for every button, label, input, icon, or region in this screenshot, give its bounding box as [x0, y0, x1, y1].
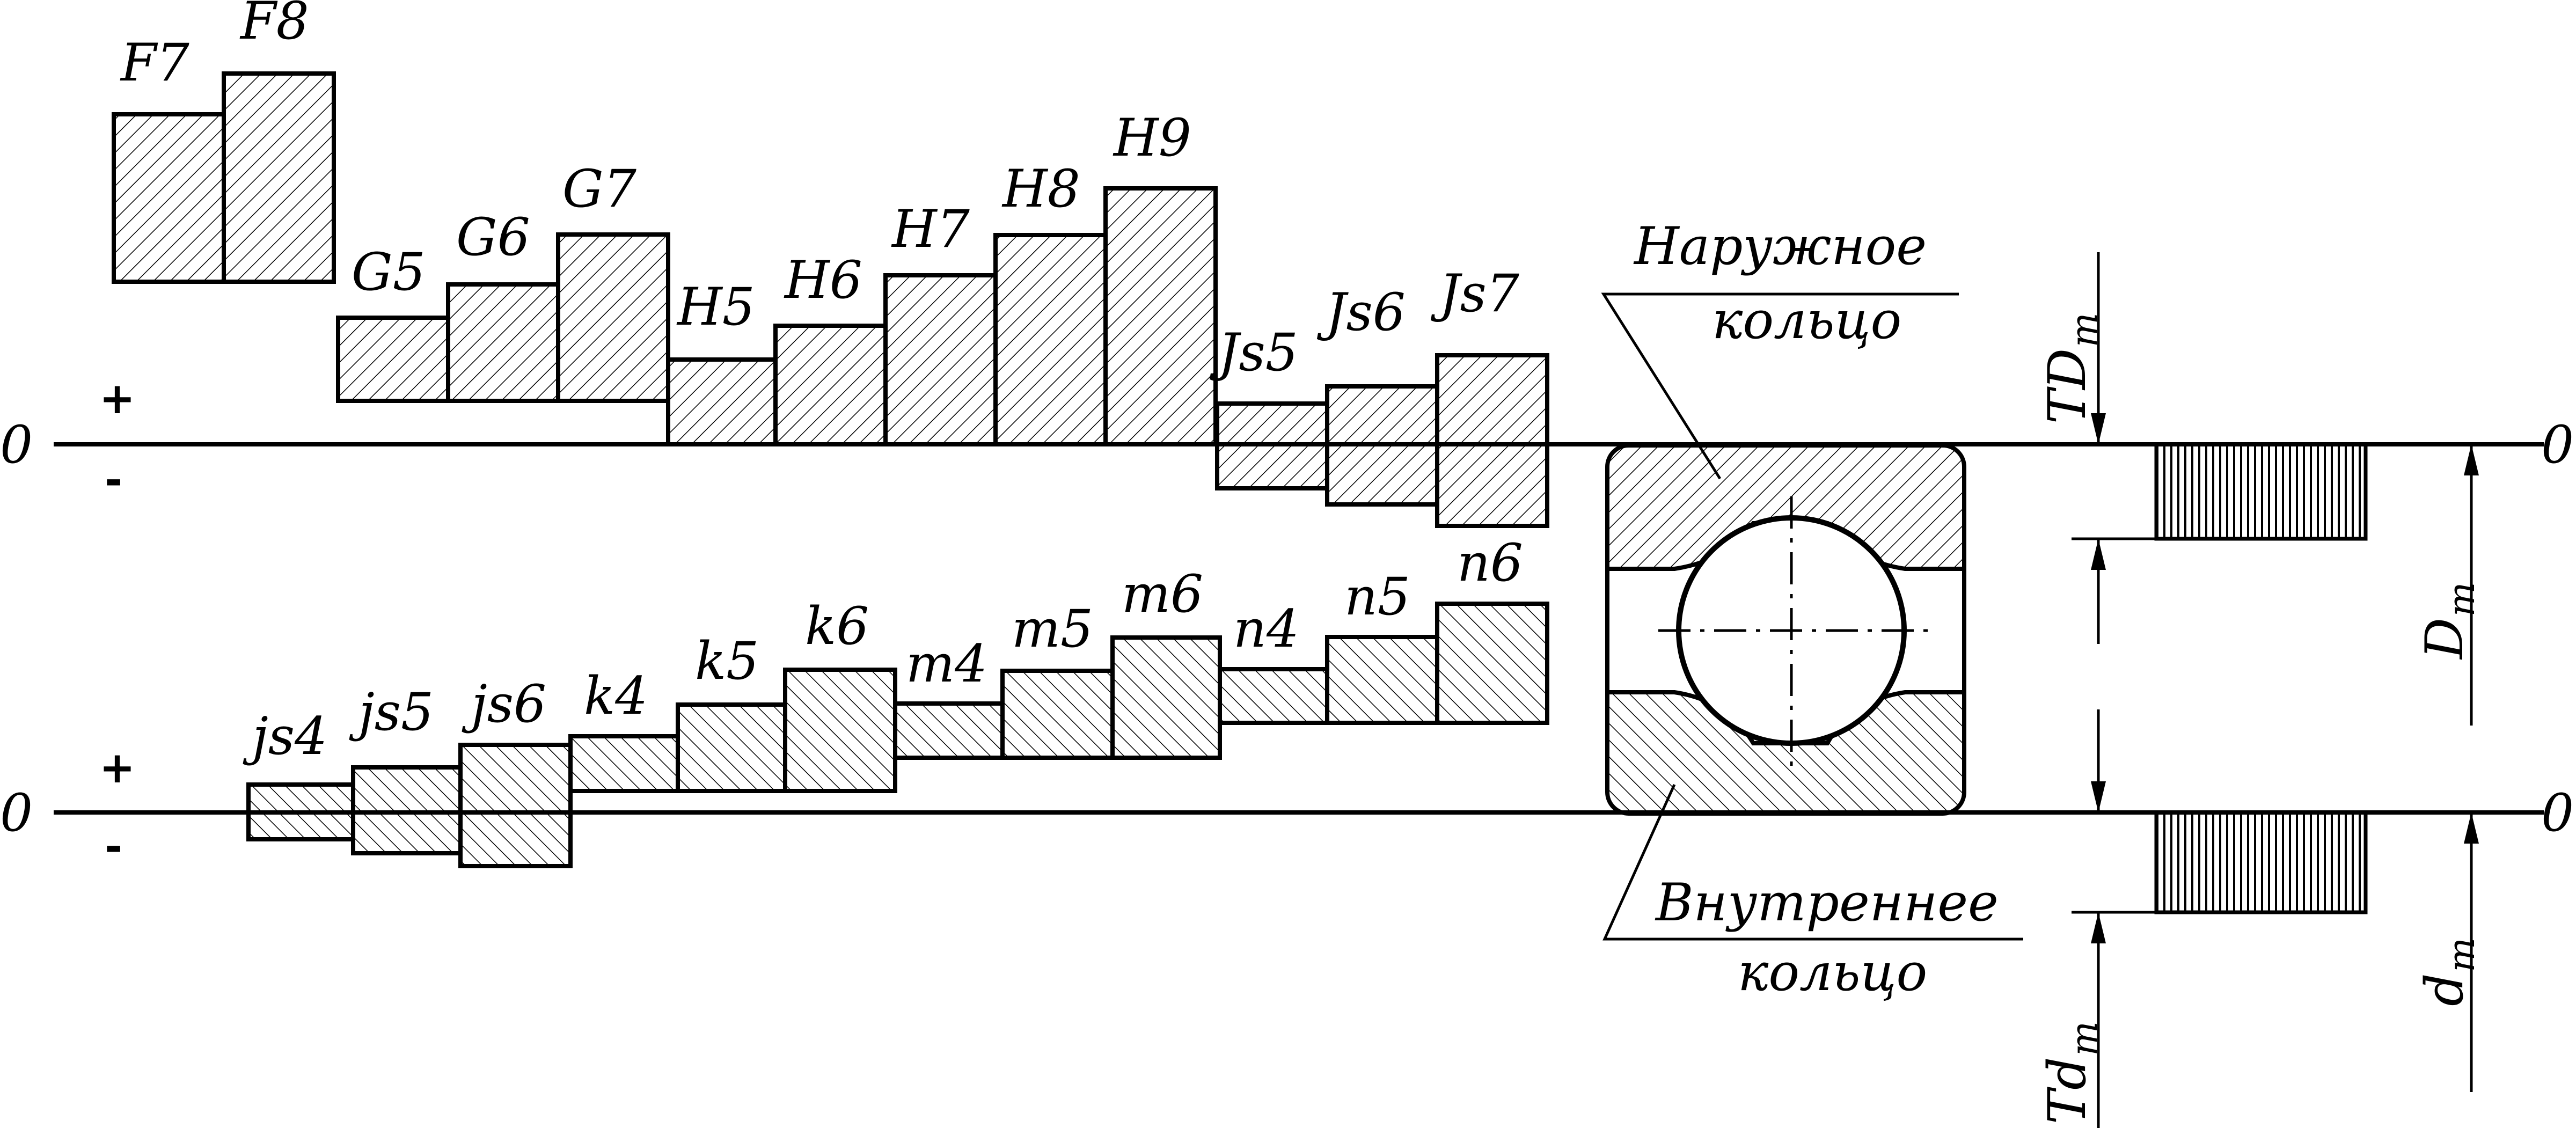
field-n6: [1435, 602, 1549, 725]
label-H5: H5: [676, 277, 755, 337]
td-arrow-down: [2091, 413, 2106, 444]
label-Js5: Js5: [1209, 323, 1298, 383]
outer-ring-leader: [1601, 292, 1959, 480]
field-F8: [222, 71, 336, 284]
td-arrow-up: [2091, 539, 2106, 570]
dimension-Dm: Dm: [2414, 444, 2483, 726]
zero-label-bottom-right: 0: [2541, 783, 2574, 843]
field-H8: [993, 233, 1108, 446]
plus-sign-bottom: +: [99, 743, 135, 793]
inner-ring-label-line2: кольцо: [1738, 942, 1927, 1002]
label-js5: js5: [349, 682, 434, 742]
field-n5: [1325, 635, 1439, 725]
shaft-tolerance-fields: [246, 602, 1549, 868]
zero-label-top-left: 0: [0, 415, 33, 475]
label-G5: G5: [352, 242, 426, 302]
field-Js5: [1215, 401, 1329, 490]
label-m6: m6: [1122, 564, 1203, 624]
label-H6: H6: [784, 250, 862, 310]
dm-arrow: [2464, 444, 2479, 475]
field-js4: [246, 782, 355, 841]
label-k4: k4: [584, 666, 648, 726]
zero-label-bottom-left: 0: [0, 783, 33, 843]
outer-ring-callout: Наружное кольцо: [1601, 216, 1959, 480]
minus-sign-bottom: -: [105, 822, 122, 871]
label-dm: dm: [2414, 937, 2483, 1006]
hole-tolerance-fields: [112, 71, 1549, 528]
field-js6: [458, 743, 573, 868]
shaft-tolerance-labels: js4 js5 js6 k4 k5 k6 m4 m5 m6 n4 n5 n6: [243, 533, 1523, 766]
label-m5: m5: [1012, 599, 1093, 659]
dimension-Tdm: Tdm: [2037, 709, 2156, 1128]
field-H5: [666, 357, 778, 446]
label-n5: n5: [1344, 567, 1410, 627]
field-m5: [1000, 669, 1115, 760]
bearing-rings: [1607, 445, 1964, 814]
outer-ring-label-line2: кольцо: [1712, 290, 1901, 350]
field-k6: [783, 668, 897, 793]
field-Js6: [1325, 384, 1439, 507]
inner-ring-label-line1: Внутреннее: [1655, 873, 1999, 933]
field-k4: [568, 734, 680, 793]
label-H7: H7: [891, 199, 970, 259]
field-m4: [893, 701, 1005, 760]
label-Dm: Dm: [2414, 582, 2483, 660]
label-H8: H8: [1001, 159, 1080, 219]
label-G7: G7: [562, 159, 636, 219]
field-G5: [336, 316, 450, 403]
label-k5: k5: [695, 631, 759, 691]
field-js5: [351, 765, 463, 855]
label-H9: H9: [1113, 108, 1191, 168]
label-Js6: Js6: [1316, 282, 1406, 342]
zero-label-top-right: 0: [2541, 415, 2574, 475]
outer-ring-tolerance-field: [2154, 442, 2368, 541]
label-G6: G6: [456, 207, 530, 267]
plus-sign-top: +: [99, 373, 135, 423]
tdi-arrow-down: [2091, 781, 2106, 812]
label-TDm: TDm: [2037, 313, 2106, 424]
field-n4: [1218, 667, 1329, 725]
tdi-arrow-up: [2091, 912, 2106, 943]
label-F7: F7: [120, 33, 189, 93]
label-Js7: Js7: [1430, 263, 1519, 324]
field-Js7: [1435, 353, 1549, 528]
label-n4: n4: [1233, 599, 1299, 659]
minus-sign-top: -: [105, 455, 122, 505]
inner-ring-callout: Внутреннее кольцо: [1602, 783, 2023, 1002]
field-m6: [1110, 635, 1222, 760]
dimension-TDm: TDm: [2037, 252, 2156, 644]
bearing-section: [1605, 443, 1966, 816]
label-m4: m4: [906, 634, 987, 694]
hole-tolerance-labels: F7 F8 G5 G6 G7 H5 H6 H7 H8 H9 Js5 Js6 Js…: [120, 0, 1519, 383]
inner-ring-tolerance-field: [2154, 810, 2368, 914]
field-G7: [556, 232, 670, 403]
label-Tdm: Tdm: [2037, 1021, 2106, 1124]
field-G6: [446, 282, 560, 403]
field-k5: [676, 702, 787, 793]
label-js6: js6: [462, 674, 546, 734]
field-F7: [112, 112, 226, 284]
label-n6: n6: [1457, 533, 1523, 593]
outer-ring-label-line1: Наружное: [1633, 216, 1927, 276]
field-H6: [773, 324, 888, 446]
dm-inner-arrow: [2464, 812, 2479, 844]
label-k6: k6: [805, 596, 869, 656]
label-F8: F8: [239, 0, 309, 51]
field-H7: [883, 273, 998, 446]
field-H9: [1103, 186, 1218, 446]
bearing-outline: [1605, 443, 1966, 816]
dimension-dm: dm: [2414, 812, 2483, 1092]
label-js4: js4: [243, 706, 327, 766]
inner-ring-leader: [1602, 783, 2023, 941]
